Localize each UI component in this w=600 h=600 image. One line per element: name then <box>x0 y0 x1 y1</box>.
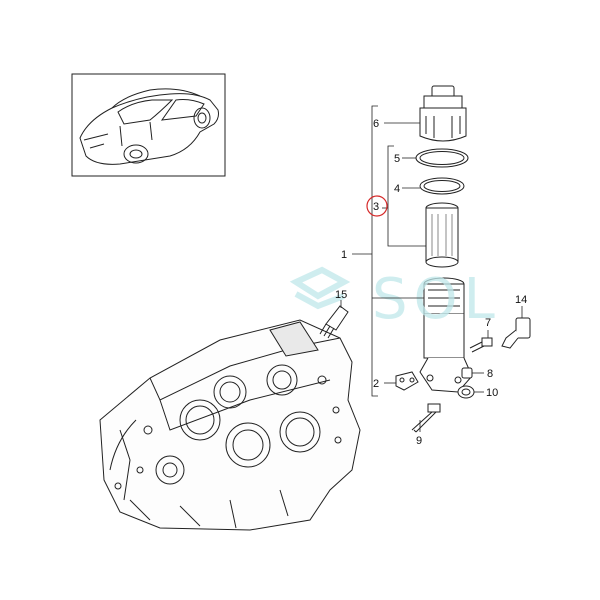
highlight-circle <box>366 195 388 217</box>
callout-1: 1 <box>341 249 347 261</box>
watermark: SOL <box>289 266 501 332</box>
callout-10: 10 <box>486 387 498 399</box>
leader-lines <box>340 105 523 432</box>
callout-8: 8 <box>487 368 493 380</box>
callout-3: 3 <box>373 201 379 213</box>
car-illustration <box>79 88 219 165</box>
filter-cap <box>419 85 467 142</box>
callout-5: 5 <box>394 153 400 165</box>
callout-7: 7 <box>485 317 491 329</box>
filter-element <box>425 202 459 268</box>
callout-15: 15 <box>335 289 347 301</box>
watermark-text: SOL <box>372 267 501 332</box>
filter-housing <box>419 277 473 393</box>
callout-6: 6 <box>373 118 379 130</box>
callout-4: 4 <box>394 183 400 195</box>
oil-filter-assembly <box>415 85 473 393</box>
callout-2: 2 <box>373 378 379 390</box>
o-ring-small <box>419 177 465 195</box>
bolt-8 <box>461 367 473 379</box>
sensor-15 <box>319 305 349 339</box>
callout-labels: 1 2 3 4 5 6 7 8 9 10 14 15 <box>335 118 527 447</box>
callout-14: 14 <box>515 294 527 306</box>
stud-9 <box>411 403 441 433</box>
gasket-2 <box>395 371 419 391</box>
callout-9: 9 <box>416 435 422 447</box>
vehicle-inset <box>71 73 226 177</box>
bolt-7 <box>469 337 493 353</box>
sensor-14 <box>501 317 531 349</box>
engine-block <box>99 319 361 531</box>
plug-10 <box>457 385 475 399</box>
